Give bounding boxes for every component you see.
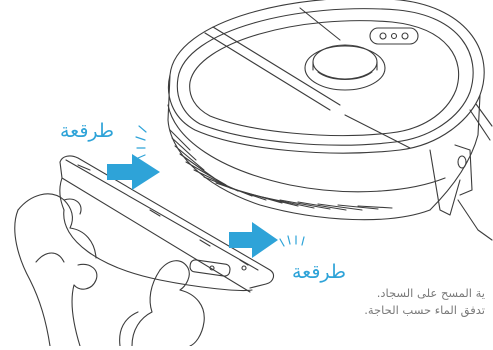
click-sound-lines-icon bbox=[280, 236, 304, 246]
arrow-right-icon bbox=[229, 222, 278, 258]
click-sound-lines-icon bbox=[136, 126, 146, 158]
instruction-note-line-2: تدفق الماء حسب الحاجة. bbox=[364, 305, 485, 317]
click-label-top: طرقعة bbox=[60, 122, 114, 141]
arrow-right-icon bbox=[107, 154, 160, 190]
left-hand bbox=[15, 194, 97, 346]
instruction-note-line-1: ية المسح على السجاد. bbox=[377, 288, 485, 300]
robot-vacuum bbox=[168, 0, 492, 240]
click-label-bottom: طرقعة bbox=[292, 263, 346, 282]
mop-mount bbox=[60, 156, 274, 292]
